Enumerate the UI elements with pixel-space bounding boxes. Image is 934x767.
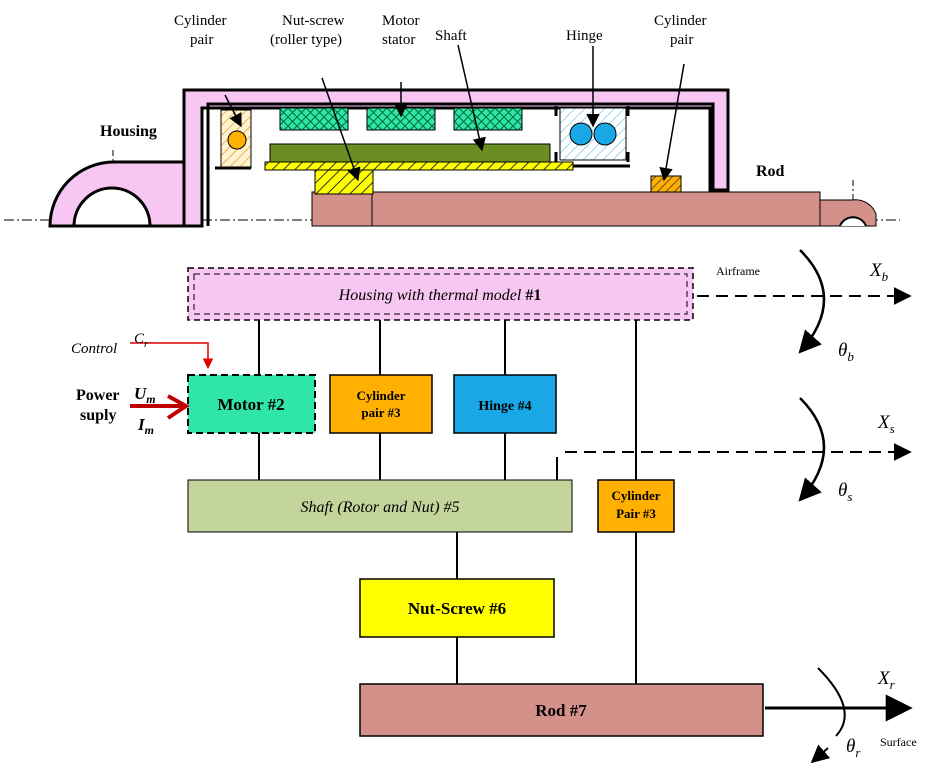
block-shaft-p3: ) #5 — [433, 499, 459, 516]
nut-strip — [264, 161, 574, 171]
leader-nut-screw — [321, 77, 361, 182]
label-cylinder-left-2: pair — [190, 32, 213, 48]
label-nut-screw-2: (roller type) — [270, 32, 342, 48]
leader-cylinder-right — [659, 63, 685, 182]
output-rod: Xr θr Surface — [765, 667, 917, 764]
label-rod: Rod — [756, 163, 785, 180]
block-housing-num: #1 — [525, 287, 541, 304]
leader-cylinder-left — [224, 94, 242, 128]
cross-section: Cylinder pair Nut-screw (roller type) Mo… — [4, 13, 900, 228]
block-shaft[interactable]: Shaft (Rotor and Nut) #5 — [187, 479, 573, 533]
block-hinge[interactable]: Hinge #4 — [453, 374, 557, 434]
surface-label: Surface — [880, 735, 917, 749]
power-input: Power suply Um Im — [76, 384, 190, 437]
hinge-ball-1 — [569, 122, 593, 146]
thetar-arrowhead — [810, 744, 831, 764]
control-symbol: Cr — [134, 331, 149, 350]
output-shaft: Xs θs — [565, 397, 912, 504]
airframe-label: Airframe — [716, 264, 760, 278]
hinge-clips — [554, 106, 630, 162]
block-cylinder-pair-a[interactable]: Cylinder pair #3 — [329, 374, 433, 434]
block-shaft-p1: Shaft ( — [300, 499, 344, 516]
shaft — [269, 143, 551, 163]
block-housing[interactable]: Housing with thermal model #1 — [187, 267, 694, 321]
block-housing-label: Housing with thermal model — [338, 287, 526, 304]
xr-symbol: Xr — [877, 668, 896, 692]
label-motor-stator-1: Motor — [382, 13, 420, 29]
block-cylinder-a-line1: Cylinder — [356, 388, 405, 403]
output-airframe: Airframe Xb θb — [697, 249, 912, 364]
voltage-symbol: Um — [134, 384, 156, 406]
stator-winding-1 — [279, 107, 349, 131]
block-nut-screw-label: Nut-Screw #6 — [408, 599, 506, 618]
power-label-1: Power — [76, 387, 120, 404]
svg-text:Shaft (Rotor and Nut) #5: Shaft (Rotor and Nut) #5 — [300, 499, 459, 516]
block-shaft-p2: Rotor and Nut — [342, 499, 435, 516]
thetab-symbol: θb — [838, 340, 854, 364]
control-input: Control Cr — [71, 331, 214, 370]
nut-screw-roller — [314, 169, 374, 195]
leader-shaft — [457, 44, 486, 152]
block-rod[interactable]: Rod #7 — [359, 683, 764, 737]
svg-text:Housing with thermal model #1: Housing with thermal model #1 — [338, 287, 542, 304]
control-arrow — [130, 342, 214, 370]
block-motor-label: Motor #2 — [217, 395, 284, 414]
cylinder-pair-left-roller — [227, 130, 247, 150]
label-nut-screw-1: Nut-screw — [282, 13, 345, 29]
cylinder-pair-right — [650, 175, 682, 193]
housing-eye — [72, 186, 152, 228]
current-symbol: Im — [137, 415, 154, 437]
power-label-2: suply — [80, 407, 116, 424]
power-arrow — [130, 394, 190, 420]
thetab-arrow — [798, 249, 826, 354]
label-cylinder-right-2: pair — [670, 32, 693, 48]
label-motor-stator-2: stator — [382, 32, 415, 48]
xs-symbol: Xs — [877, 412, 895, 436]
thetas-arrow — [798, 397, 826, 502]
xb-symbol: Xb — [869, 260, 889, 284]
block-hinge-label: Hinge #4 — [478, 399, 531, 414]
stator-winding-3 — [453, 107, 523, 131]
housing-inner-wall — [206, 102, 715, 226]
block-motor[interactable]: Motor #2 — [187, 374, 316, 434]
thetar-symbol: θr — [846, 736, 861, 760]
label-hinge: Hinge — [566, 28, 603, 44]
label-shaft: Shaft — [435, 28, 467, 44]
control-label: Control — [71, 341, 117, 357]
rod-eye-hole — [839, 216, 867, 227]
label-housing: Housing — [100, 123, 157, 140]
block-rod-label: Rod #7 — [535, 701, 587, 720]
block-diagram: Housing with thermal model #1 Motor #2 C… — [71, 249, 917, 764]
block-cylinder-b-line2: Pair #3 — [616, 506, 656, 521]
label-cylinder-right-1: Cylinder — [654, 13, 707, 29]
block-cylinder-pair-b[interactable]: Cylinder Pair #3 — [597, 479, 675, 533]
rod-body — [311, 191, 821, 227]
block-nut-screw[interactable]: Nut-Screw #6 — [359, 578, 555, 638]
hinge-ball-2 — [593, 122, 617, 146]
thetar-arc — [817, 667, 846, 737]
block-cylinder-b-line1: Cylinder — [611, 488, 660, 503]
block-cylinder-a-line2: pair #3 — [361, 405, 401, 420]
thetas-symbol: θs — [838, 480, 852, 504]
label-cylinder-left-1: Cylinder — [174, 13, 227, 29]
